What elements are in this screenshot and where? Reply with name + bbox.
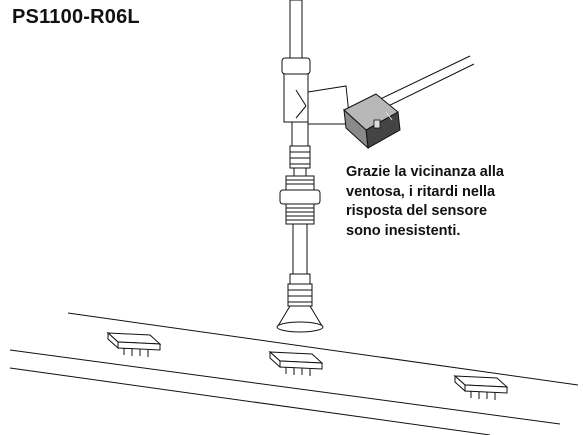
caption-line: sono inesistenti.	[346, 222, 461, 239]
caption: Grazie la vicinanza alla ventosa, i rita…	[346, 163, 566, 241]
model-title: PS1100-R06L	[12, 6, 140, 28]
chip	[268, 350, 324, 376]
tee-fitting	[281, 57, 351, 125]
suction-cup	[276, 305, 324, 333]
pressure-sensor	[343, 93, 401, 150]
connector-stack	[279, 121, 321, 307]
conveyor	[9, 312, 579, 435]
sensor-cable	[369, 55, 475, 113]
caption-line: ventosa, i ritardi nella	[346, 183, 496, 200]
caption-line: risposta del sensore	[346, 203, 488, 219]
caption-line: Grazie la vicinanza alla	[346, 164, 504, 180]
chip	[106, 331, 162, 357]
supply-tube	[289, 0, 303, 61]
chip	[453, 374, 509, 400]
